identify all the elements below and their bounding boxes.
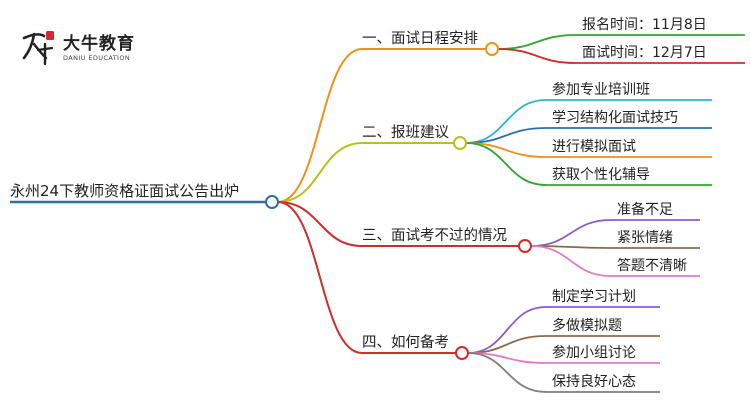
branch-3-leaf-1-label: 准备不足: [617, 201, 673, 218]
branch-3-circle: [518, 239, 532, 253]
branch-1-link: [277, 48, 363, 203]
branch-2-leaf-4-label: 获取个性化辅导: [552, 167, 650, 183]
branch-4-label: 四、如何备考: [362, 334, 449, 351]
root-node-label: 永州24下教师资格证面试公告出炉: [10, 182, 239, 200]
branch-4-leaf-4-label: 保持良好心态: [552, 374, 636, 390]
branch-4-link: [277, 201, 363, 354]
branch-4-leaf-1-link: [467, 306, 547, 354]
branch-1-leaf-2-link: [497, 48, 577, 64]
branch-2-link: [277, 142, 363, 203]
branch-4-circle: [455, 346, 469, 360]
branch-2-leaf-4-link: [465, 142, 547, 186]
branch-4-leaf-2-label: 多做模拟题: [552, 317, 622, 334]
branch-1-leaf-2-label: 面试时间：12月7日: [582, 45, 707, 61]
branch-2-label: 二、报班建议: [362, 124, 449, 141]
root-node-circle: [265, 195, 279, 209]
branch-1-leaf-1-link: [497, 34, 577, 50]
branch-3-leaf-2-label: 紧张情绪: [617, 230, 673, 246]
branch-1-circle: [485, 42, 499, 56]
branch-3-leaf-3-label: 答题不清晰: [617, 257, 687, 274]
mindmap-nodes: 永州24下教师资格证面试公告出炉 一、面试日程安排 报名时间：11月8日面试时间：1…: [10, 17, 707, 390]
branch-1-label: 一、面试日程安排: [362, 30, 478, 47]
branch-2-leaf-3-label: 进行模拟面试: [552, 139, 636, 155]
mindmap-links: [277, 34, 745, 393]
branch-4-leaf-3-label: 参加小组讨论: [552, 344, 636, 361]
branch-2-circle: [453, 136, 467, 150]
branch-3-leaf-3-link: [530, 245, 612, 277]
branch-1-leaf-1-label: 报名时间：11月8日: [582, 17, 707, 33]
branch-4-leaf-4-link: [467, 352, 547, 393]
branch-3-leaf-1-link: [530, 219, 612, 247]
branch-2-leaf-1-link: [465, 99, 547, 144]
branch-3-link: [277, 201, 363, 247]
logo-seal-icon: [22, 31, 54, 66]
brand-subtitle: DANIU EDUCATION: [63, 53, 131, 62]
branch-3-label: 三、面试考不过的情况: [362, 227, 507, 244]
branch-2-leaf-1-label: 参加专业培训班: [552, 81, 650, 98]
branch-4-leaf-1-label: 制定学习计划: [552, 289, 636, 305]
brand-logo: 大牛教育 DANIU EDUCATION: [18, 28, 135, 68]
brand-name: 大牛教育: [63, 33, 135, 54]
branch-2-leaf-2-label: 学习结构化面试技巧: [552, 110, 678, 126]
